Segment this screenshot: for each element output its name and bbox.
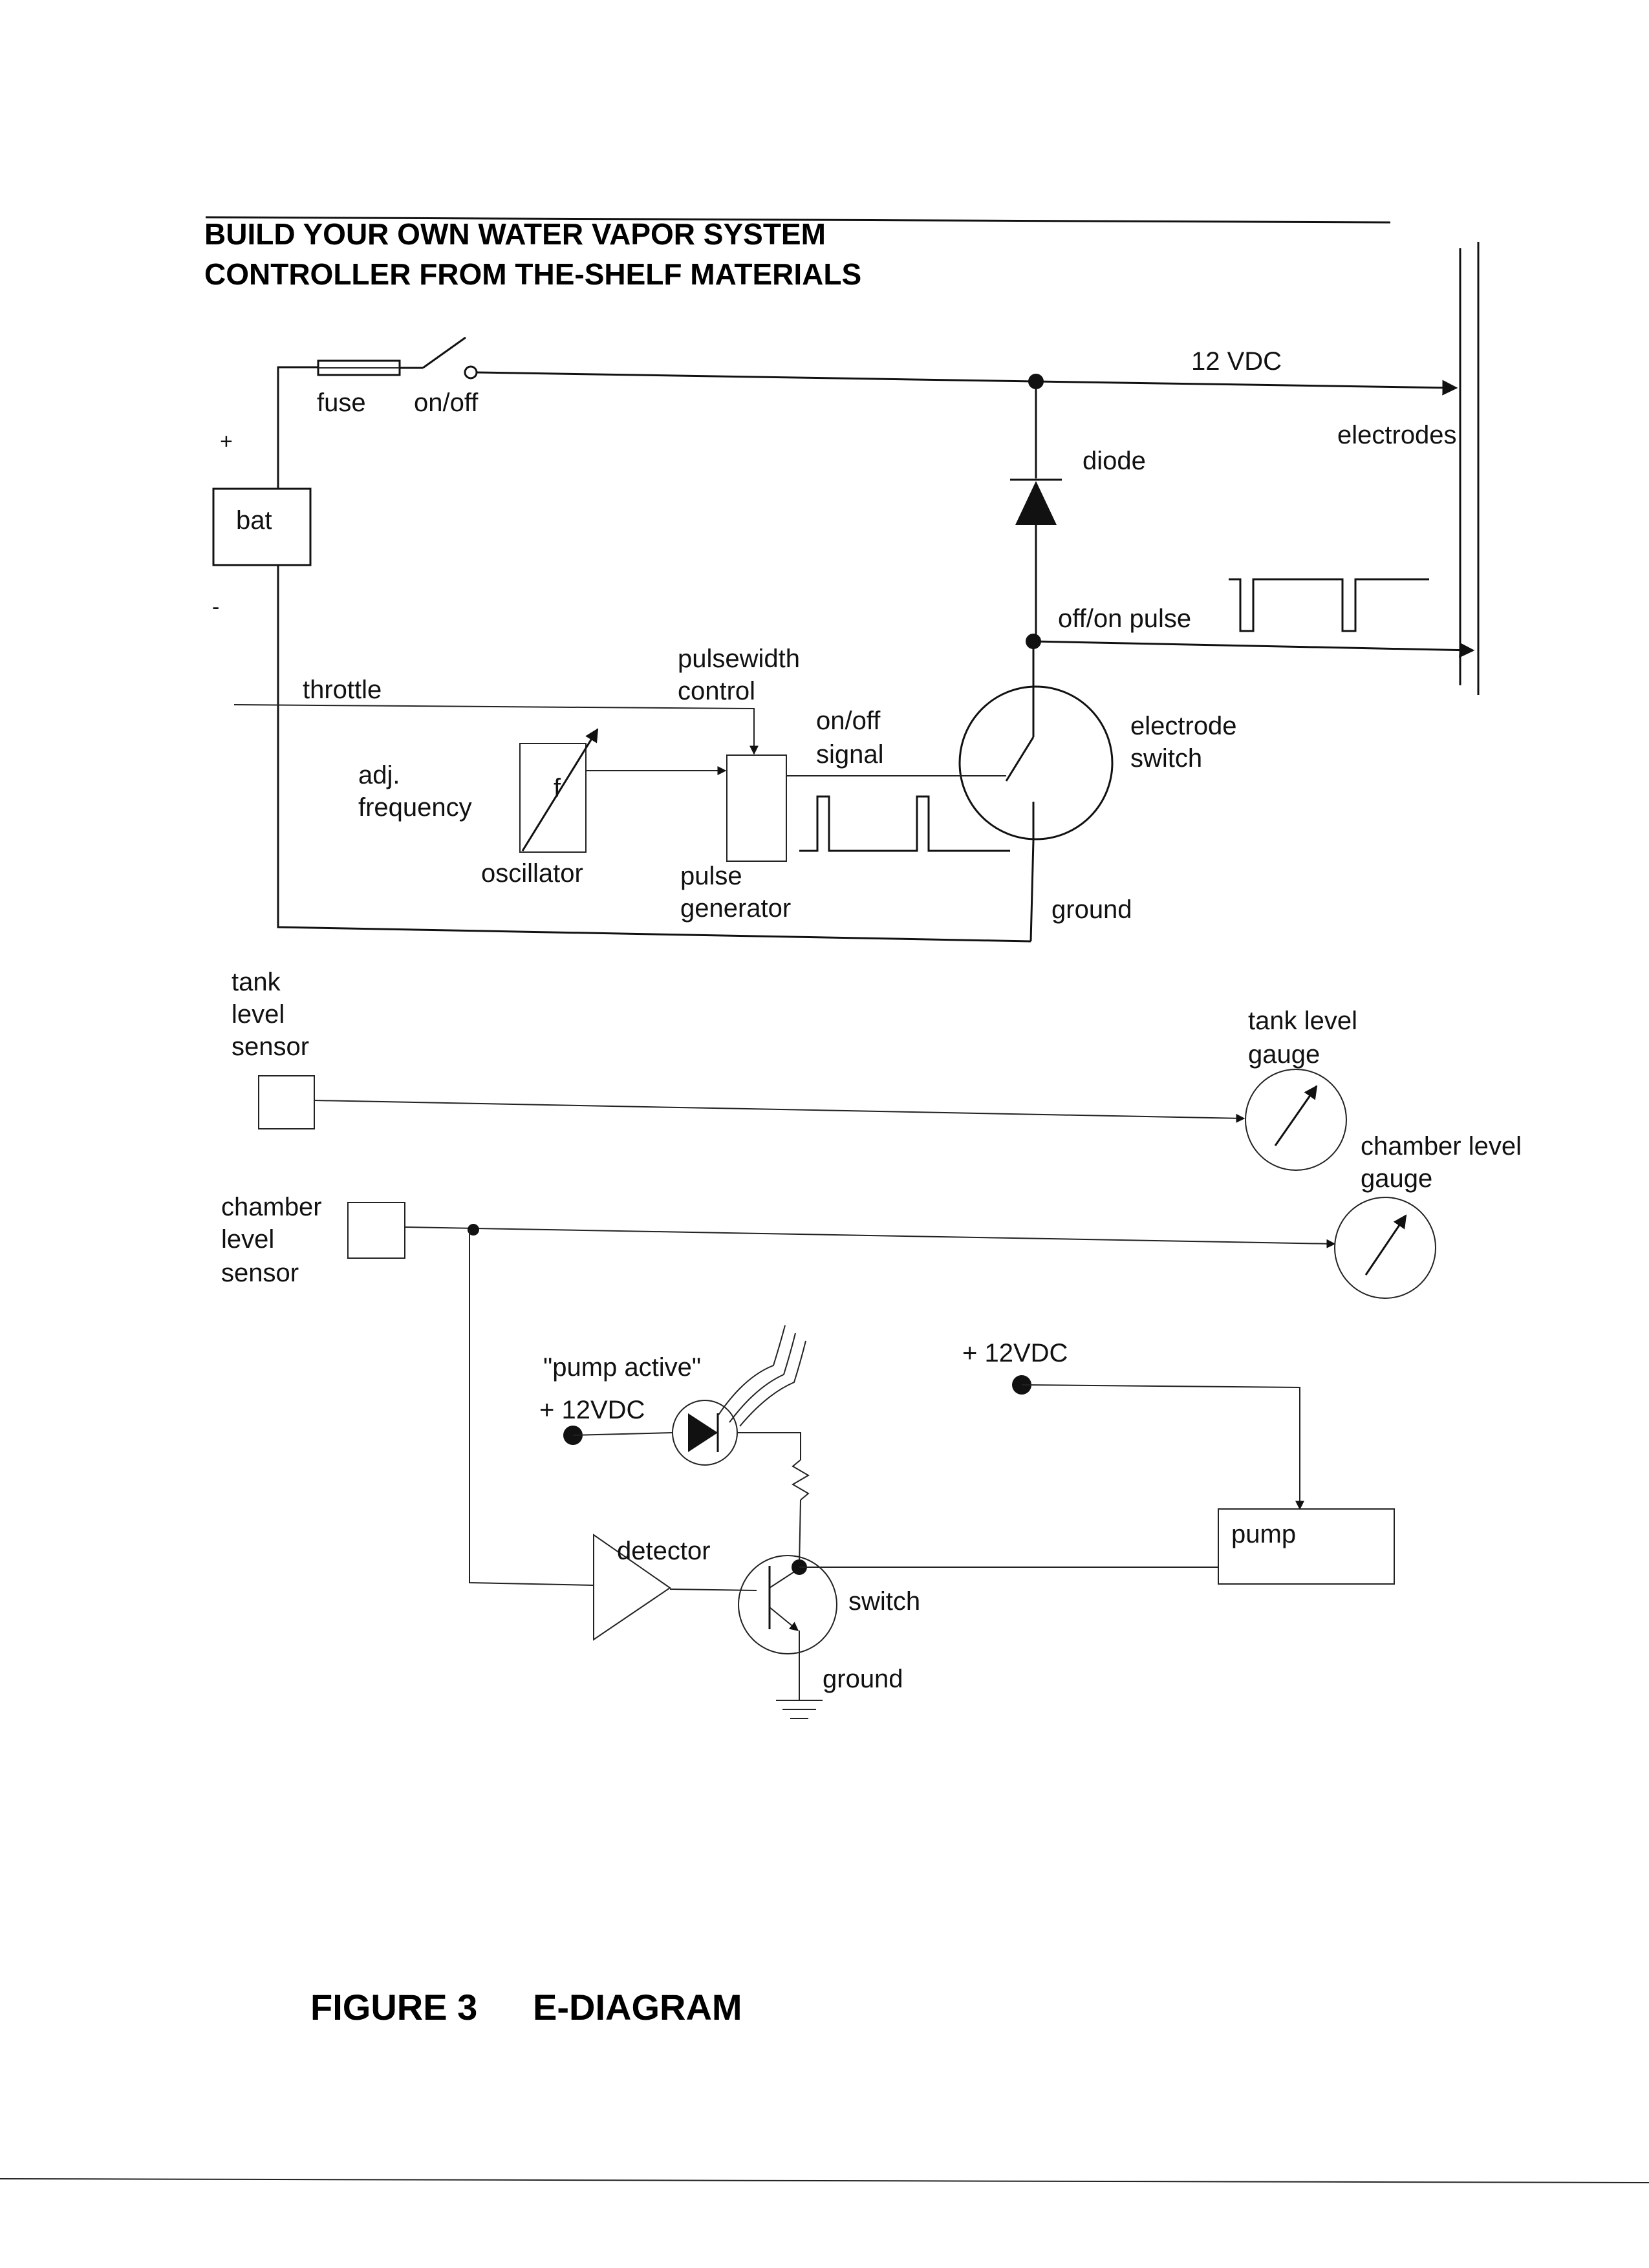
title-line-2: CONTROLLER FROM THE-SHELF MATERIALS bbox=[204, 257, 861, 291]
chamber-sensor-label-3: sensor bbox=[221, 1259, 299, 1287]
detector-icon bbox=[593, 1534, 671, 1641]
transistor-switch-icon bbox=[738, 1555, 837, 1654]
pump-12vdc-label: + 12VDC bbox=[962, 1339, 1068, 1367]
vdc-to-pump-wire bbox=[1021, 1384, 1304, 1510]
chamber-sensor-label-1: chamber bbox=[221, 1193, 322, 1221]
pump-active-label: "pump active" bbox=[543, 1353, 701, 1382]
title-line-1: BUILD YOUR OWN WATER VAPOR SYSTEM bbox=[204, 217, 826, 251]
electrode-switch-icon bbox=[958, 685, 1114, 840]
fuse-label: fuse bbox=[317, 389, 366, 417]
diode-label: diode bbox=[1083, 447, 1146, 475]
on-off-label: on/off bbox=[414, 389, 479, 417]
throttle-label: throttle bbox=[303, 676, 382, 704]
on-off-signal-waveform bbox=[799, 795, 1010, 852]
junction-chamber bbox=[468, 1224, 479, 1236]
detector-to-switch-wire bbox=[669, 1589, 757, 1591]
off-on-pulse-label: off/on pulse bbox=[1058, 604, 1191, 633]
chamber-level-gauge-icon bbox=[1334, 1197, 1436, 1299]
adj-frequency-label-2: frequency bbox=[358, 793, 472, 822]
ground-top-label: ground bbox=[1051, 895, 1132, 924]
off-on-pulse-waveform bbox=[1229, 578, 1429, 632]
page-bottom-rule bbox=[0, 2178, 1649, 2183]
throttle-wire bbox=[233, 704, 759, 755]
pulse-generator-box bbox=[726, 754, 787, 862]
pulse-to-electrodes-arrow bbox=[1033, 640, 1475, 658]
electrodes-plates bbox=[1459, 242, 1480, 695]
oscillator-box bbox=[519, 743, 587, 853]
tank-sensor-wire bbox=[314, 1100, 1245, 1123]
chamber-sensor-label-2: level bbox=[221, 1225, 274, 1254]
chamber-level-sensor-box bbox=[347, 1202, 405, 1259]
detector-label: detector bbox=[617, 1537, 711, 1565]
oscillator-label: oscillator bbox=[481, 859, 583, 888]
main-12v-wire bbox=[476, 371, 1035, 383]
electrode-switch-label-1: electrode bbox=[1130, 712, 1237, 740]
battery-positive-wire bbox=[277, 366, 318, 489]
resistor-icon bbox=[792, 1459, 810, 1501]
chamber-sensor-wire bbox=[404, 1226, 1336, 1248]
tank-gauge-label-1: tank level bbox=[1248, 1007, 1357, 1035]
led-light-rays bbox=[717, 1325, 806, 1427]
battery bbox=[212, 487, 312, 566]
pulse-generator-label-2: generator bbox=[680, 894, 791, 923]
oscillator-f-label: f bbox=[554, 774, 561, 802]
on-off-signal-label-1: on/off bbox=[816, 707, 881, 735]
tank-level-gauge-icon bbox=[1245, 1069, 1347, 1171]
tank-gauge-label-2: gauge bbox=[1248, 1040, 1320, 1069]
electrode-switch-label-2: switch bbox=[1130, 744, 1202, 773]
led-12vdc-label: + 12VDC bbox=[539, 1396, 645, 1424]
vdc-to-electrodes-arrow bbox=[1035, 380, 1458, 396]
ground-return-wire bbox=[277, 565, 1031, 943]
chamber-gauge-label-1: chamber level bbox=[1361, 1132, 1522, 1161]
pulse-generator-label-1: pulse bbox=[680, 862, 742, 890]
battery-plus-label: + bbox=[220, 429, 233, 454]
chamber-to-detector-wire bbox=[469, 1230, 594, 1586]
title-rule bbox=[205, 216, 1391, 224]
chamber-gauge-label-2: gauge bbox=[1361, 1164, 1432, 1193]
tank-level-sensor-box bbox=[258, 1075, 315, 1129]
diode-icon bbox=[1015, 481, 1057, 525]
tank-sensor-label-3: sensor bbox=[232, 1032, 309, 1061]
pulsewidth-label-2: control bbox=[678, 677, 755, 705]
on-off-switch-icon bbox=[422, 336, 466, 369]
figure-number: FIGURE 3 bbox=[310, 1987, 477, 2027]
adj-frequency-arrow bbox=[521, 728, 599, 851]
figure-name: E-DIAGRAM bbox=[533, 1987, 742, 2027]
ground-icon bbox=[776, 1700, 823, 1719]
tank-sensor-label-1: tank bbox=[232, 968, 281, 996]
ground-bottom-label: ground bbox=[823, 1665, 903, 1693]
vdc-12-label: 12 VDC bbox=[1191, 347, 1282, 376]
switch-label: switch bbox=[848, 1587, 920, 1616]
pump-box bbox=[1218, 1508, 1395, 1585]
pump-label: pump bbox=[1231, 1520, 1296, 1548]
pulsewidth-label-1: pulsewidth bbox=[678, 645, 800, 673]
electrodes-label: electrodes bbox=[1337, 421, 1457, 449]
adj-frequency-label-1: adj. bbox=[358, 761, 400, 789]
on-off-signal-label-2: signal bbox=[816, 740, 884, 769]
tank-sensor-label-2: level bbox=[232, 1000, 285, 1029]
battery-minus-label: - bbox=[212, 595, 219, 619]
battery-label: bat bbox=[236, 506, 272, 535]
